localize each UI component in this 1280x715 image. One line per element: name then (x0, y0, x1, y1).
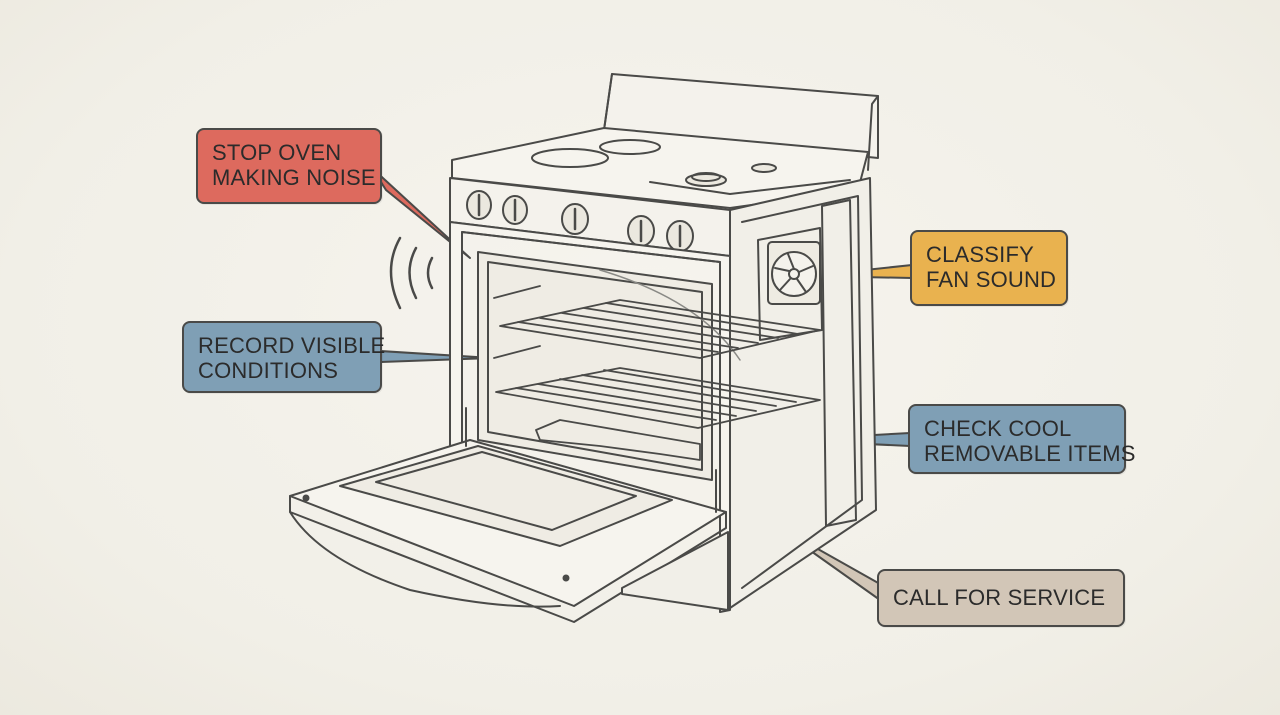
oven-control-panel (449, 177, 731, 257)
check-items-callout-line2: REMOVABLE ITEMS (924, 441, 1136, 466)
stop-oven-callout: STOP OVEN MAKING NOISE (196, 128, 382, 204)
record-conditions-callout-line2: CONDITIONS (198, 358, 339, 383)
stop-oven-callout-line1: STOP OVEN (212, 140, 342, 165)
stop-oven-callout-line2: MAKING NOISE (212, 165, 376, 190)
classify-fan-callout: CLASSIFY FAN SOUND (910, 230, 1068, 306)
oven-side-panel (729, 177, 877, 609)
oven-racks (493, 285, 821, 429)
classify-fan-callout-line2: FAN SOUND (926, 267, 1057, 292)
oven-door (289, 407, 727, 623)
fan-icon (767, 241, 821, 305)
oven-base (621, 531, 729, 611)
call-service-callout: CALL FOR SERVICE (877, 569, 1125, 627)
call-service-callout-line1: CALL FOR SERVICE (893, 585, 1106, 610)
record-leader (379, 350, 493, 363)
sound-waves-icon (389, 236, 434, 310)
oven-cavity (477, 251, 741, 481)
record-conditions-callout: RECORD VISIBLE CONDITIONS (182, 321, 386, 393)
record-conditions-callout-line1: RECORD VISIBLE (198, 333, 386, 358)
heating-element (535, 419, 701, 461)
check-items-callout: CHECK COOL REMOVABLE ITEMS (908, 404, 1136, 474)
check-items-callout-line1: CHECK COOL (924, 416, 1072, 441)
classify-fan-callout-line1: CLASSIFY (926, 242, 1034, 267)
